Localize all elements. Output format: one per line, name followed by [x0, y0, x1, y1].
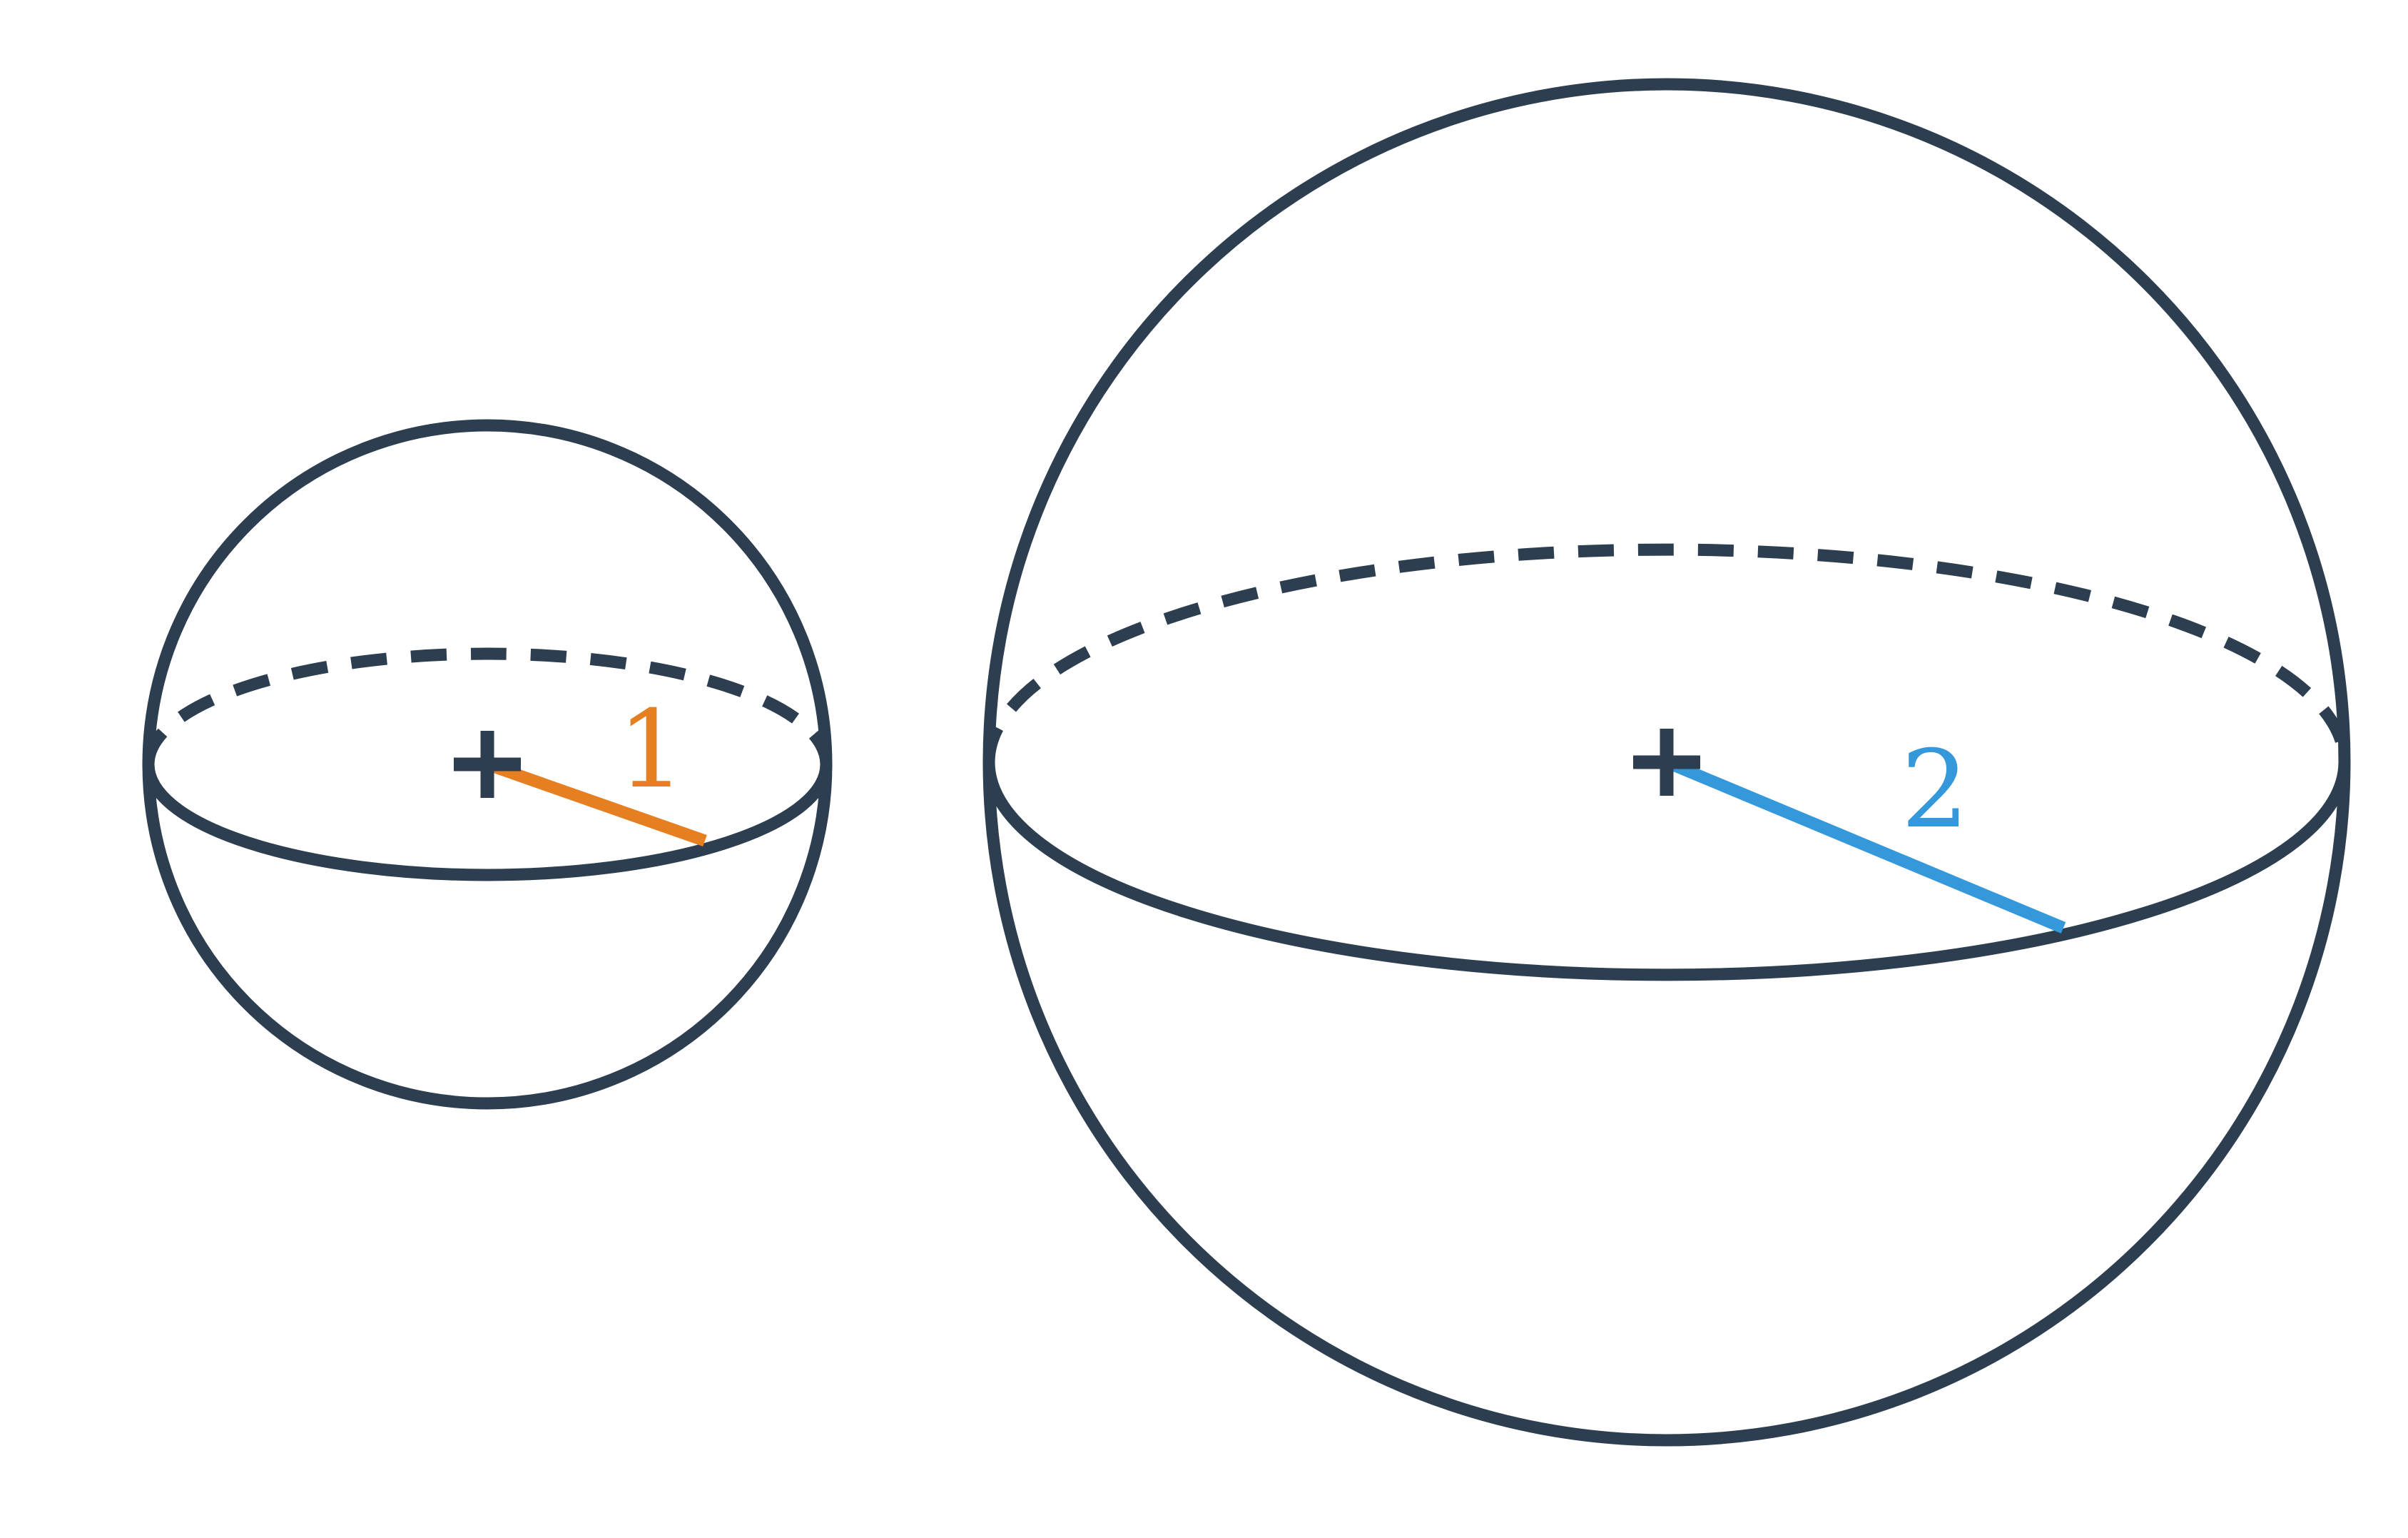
large-sphere: 2 [982, 78, 2351, 1447]
large-sphere-radius-line [1664, 757, 2066, 934]
small-sphere-equator-front [142, 764, 833, 881]
large-sphere-equator-back [982, 543, 2351, 763]
small-sphere-center-marker [454, 731, 521, 798]
small-sphere-radius-line [485, 758, 707, 847]
large-sphere-equator-front [982, 762, 2351, 981]
large-sphere-center-marker [1633, 729, 1700, 796]
small-sphere: 1 [142, 419, 833, 1110]
small-sphere-equator-back [142, 647, 833, 765]
large-sphere-radius-label: 2 [1901, 728, 1968, 852]
small-sphere-radius-label: 1 [617, 688, 685, 812]
